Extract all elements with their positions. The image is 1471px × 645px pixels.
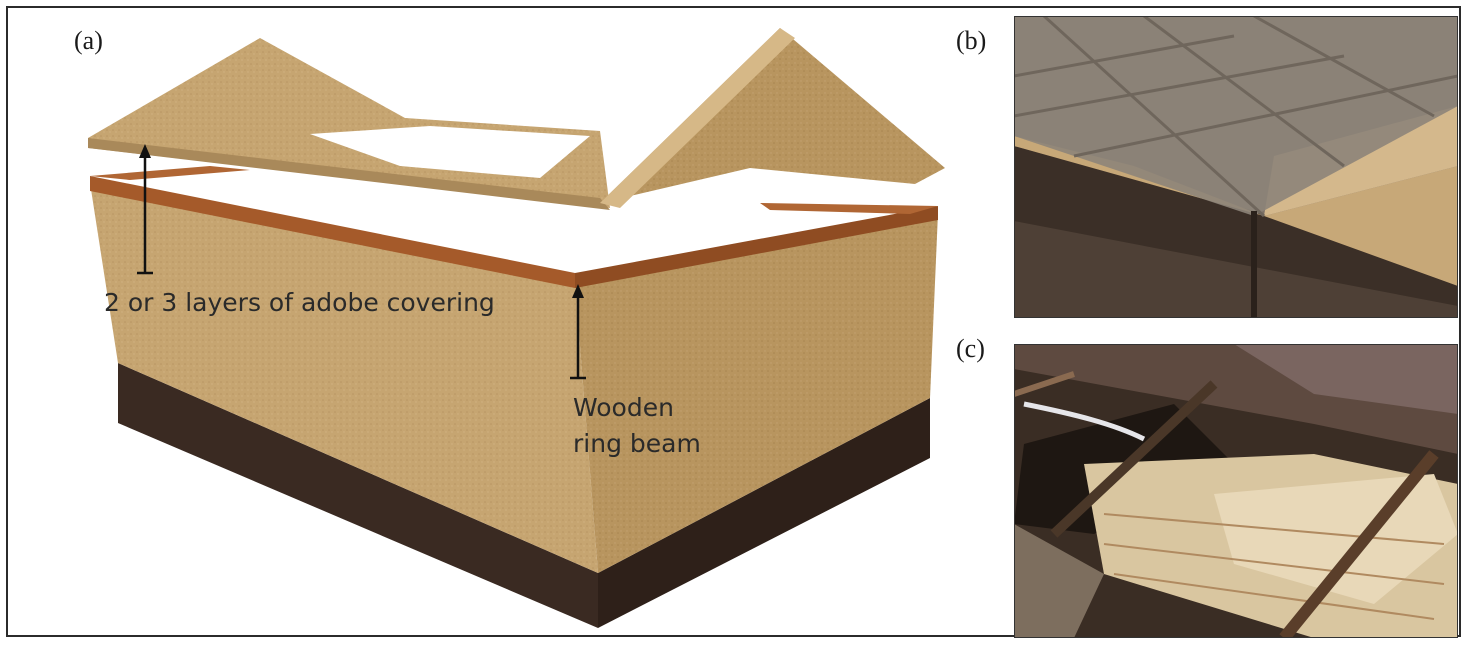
ring-beam-left — [90, 176, 575, 288]
ring-beam-right — [575, 206, 938, 288]
adobe-covering-arrowhead — [139, 144, 151, 158]
roof-detail-rendering — [1014, 16, 1458, 318]
panel-a-label: (a) — [74, 26, 103, 55]
roof-left-slope — [88, 38, 610, 208]
panel-b-label: (b) — [956, 26, 987, 55]
ring-beam-back-left — [90, 166, 250, 180]
roof-photograph — [1014, 344, 1458, 638]
panel-c-border — [1014, 344, 1458, 638]
roof-right-gable — [600, 28, 795, 208]
ring-beam-back-right — [760, 203, 938, 214]
ring-beam-arrowhead — [572, 284, 584, 298]
panel-b-border — [1014, 16, 1458, 318]
roof-right-slope — [600, 28, 945, 203]
panel-c-label: (c) — [956, 334, 985, 363]
building-model-illustration — [88, 28, 945, 628]
ring-beam-label-line1: Wooden — [573, 393, 674, 422]
foundation-base-left — [118, 363, 598, 628]
roof-opening — [310, 126, 590, 178]
wall-front-left — [90, 183, 598, 573]
ring-beam-label-line2: ring beam — [573, 429, 701, 458]
foundation-base-right — [598, 398, 930, 628]
roof-underside-left — [88, 138, 610, 210]
wall-front-right — [575, 213, 938, 573]
adobe-covering-label: 2 or 3 layers of adobe covering — [104, 288, 495, 317]
